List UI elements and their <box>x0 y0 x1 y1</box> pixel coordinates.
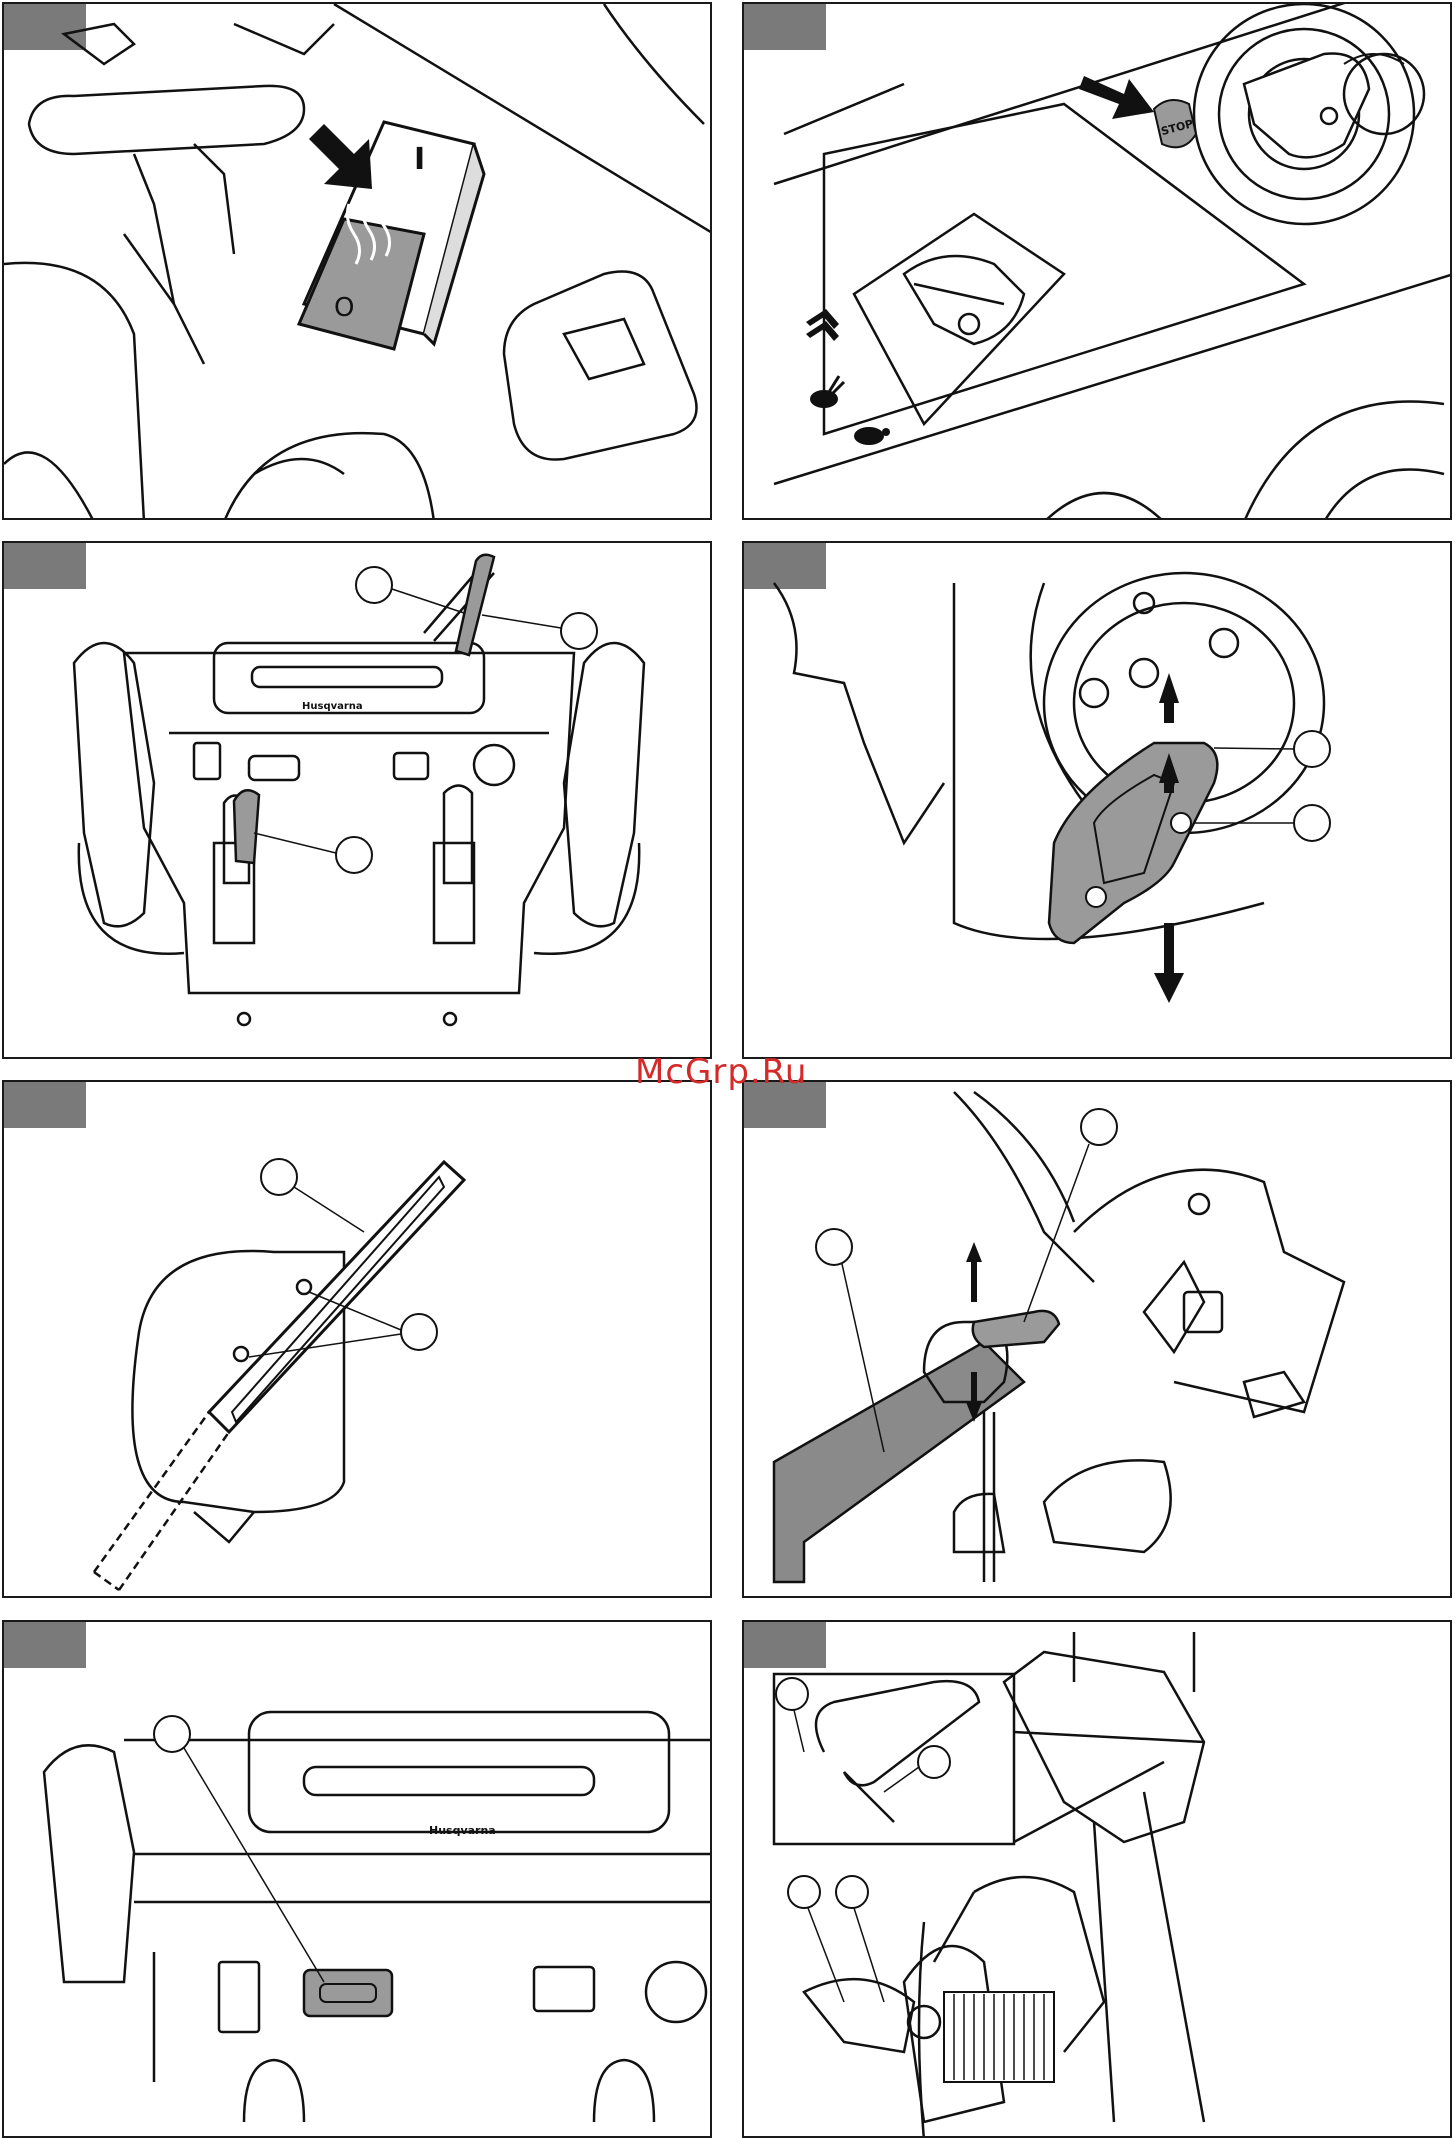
callout-circle <box>836 1876 868 1908</box>
switch-off-label: O <box>334 293 354 323</box>
callout-circle <box>561 613 597 649</box>
figure-panel-4 <box>742 541 1452 1059</box>
arrow-icon <box>1079 76 1154 119</box>
callout-circle <box>154 1716 190 1752</box>
figure-panel-7: Husqvarna <box>2 1620 712 2138</box>
callout-circle <box>1081 1109 1117 1145</box>
switch-on-label: I <box>414 142 425 177</box>
rabbit-icon <box>810 376 844 408</box>
figure-panel-8 <box>742 1620 1452 2138</box>
callout-circle <box>816 1229 852 1265</box>
callout-circle <box>918 1746 950 1778</box>
illustration-slotted-bar <box>4 1082 712 1598</box>
callout-circle <box>776 1678 808 1710</box>
figure-panel-3: Husqvarna <box>2 541 712 1059</box>
fast-chevron-icon <box>806 309 839 341</box>
callout-circle <box>1294 805 1330 841</box>
arrow-icon <box>309 124 372 189</box>
illustration-ignition: STOP <box>744 4 1452 520</box>
illustration-heater-switch: Husqvarna <box>4 1622 712 2138</box>
figure-panel-5 <box>2 1080 712 1598</box>
figure-panel-2: STOP <box>742 2 1452 520</box>
callout-circle <box>336 837 372 873</box>
illustration-rocker-switch: I O <box>4 4 712 520</box>
illustration-skid-shoe <box>744 543 1452 1059</box>
illustration-control-panel: Husqvarna <box>4 543 712 1059</box>
brand-logo: Husqvarna <box>429 1824 496 1837</box>
illustration-machine-overview <box>744 1622 1452 2138</box>
callout-circle <box>356 567 392 603</box>
brand-logo: Husqvarna <box>302 701 363 712</box>
callout-circle <box>401 1314 437 1350</box>
callout-circle <box>788 1876 820 1908</box>
illustration-lever-adjust <box>744 1082 1452 1598</box>
stop-icon: STOP <box>1154 100 1196 147</box>
figure-panel-6 <box>742 1080 1452 1598</box>
watermark-text: McGrp.Ru <box>635 1052 807 1092</box>
turtle-icon <box>854 427 890 445</box>
figure-panel-1: I O <box>2 2 712 520</box>
callout-circle <box>1294 731 1330 767</box>
callout-circle <box>261 1159 297 1195</box>
